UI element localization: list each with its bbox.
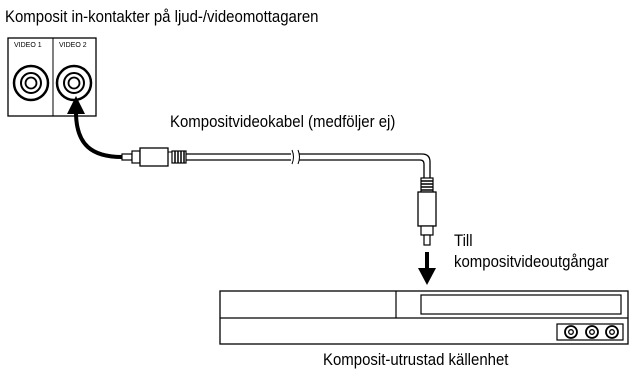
- till-label: Till: [454, 231, 473, 250]
- composite-video-cable: [186, 149, 431, 178]
- source-device: [219, 290, 629, 345]
- source-output-jacks: [564, 325, 619, 339]
- video1-jack-label: VIDEO 1: [14, 42, 42, 49]
- source-device-label: Komposit-utrustad källenhet: [323, 350, 509, 369]
- receiver-panel: VIDEO 1 VIDEO 2: [7, 37, 97, 117]
- connect-arrow-source: [418, 252, 436, 285]
- receiver-label: Komposit in-kontakter på ljud-/videomott…: [5, 7, 319, 26]
- connect-arrow-receiver: [67, 96, 123, 159]
- video2-jack-label: VIDEO 2: [59, 42, 87, 49]
- rca-plug-left: [121, 147, 187, 167]
- rca-plug-right: [417, 177, 437, 246]
- cable-label: Kompositvideokabel (medföljer ej): [170, 112, 396, 131]
- video1-jack: [12, 64, 50, 102]
- video2-jack: [55, 64, 93, 102]
- composite-outputs-label: kompositvideoutgångar: [454, 252, 609, 271]
